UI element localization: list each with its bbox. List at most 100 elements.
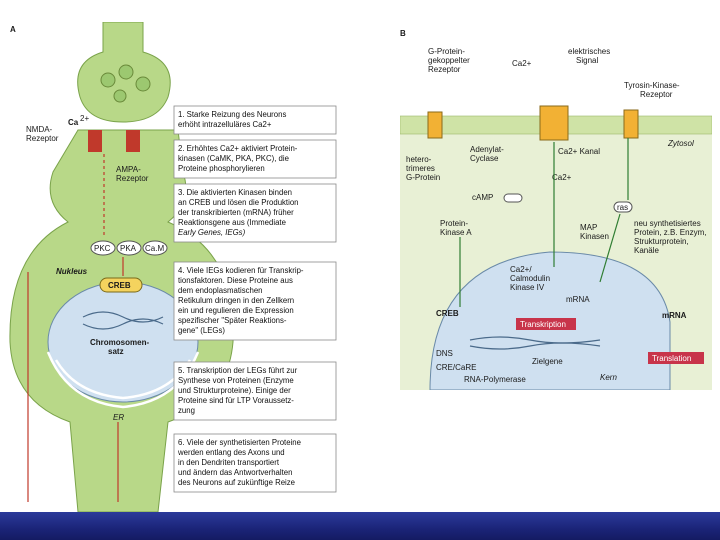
panel-a: A NMDA- Rezeptor Ca 2+ AMPA- Rezeptor PK… (8, 21, 338, 513)
nukleus-label: Nukleus (56, 267, 88, 276)
creb-b-label: CREB (436, 309, 459, 318)
neu-label-line-3: Strukturprotein, (634, 237, 689, 246)
step-4-line-2: tionsfaktoren. Diese Proteine aus (178, 276, 293, 285)
heterotrimer-label-line-1: hetero- (406, 155, 432, 164)
step-5-box (173, 361, 337, 421)
transkription-box (516, 318, 576, 330)
step-3-box (173, 183, 337, 243)
step-6-line-1: 6. Viele der synthetisierten Proteine (178, 438, 301, 447)
calmodulin-label-line-2: Calmodulin (510, 274, 550, 283)
pka-label: PKA (120, 244, 137, 253)
map-label-line-1: MAP (580, 223, 597, 232)
step-4-line-3: dem endoplasmatischen (178, 286, 263, 295)
vesicle (118, 64, 134, 80)
rnapol-label: RNA-Polymerase (464, 375, 526, 384)
ca2-b-label: Ca2+ (552, 173, 572, 182)
camp-pill (503, 193, 523, 203)
step-3-line-3: der transkribierten (mRNA) früher (178, 208, 294, 217)
camp-label: cAMP (472, 193, 493, 202)
ampa-label-line-1: AMPA- (116, 165, 141, 174)
nmda-label-line-2: Rezeptor (26, 134, 59, 143)
gpcr-label-line-1: G-Protein- (428, 47, 465, 56)
step-4-line-5: ein und regulieren die Expression (178, 306, 294, 315)
step-2: 2. Erhöhtes Ca2+ aktiviert Protein- kina… (173, 139, 337, 179)
cam-label: Ca.M (145, 244, 164, 253)
dna-strand (469, 342, 601, 350)
step-5-line-2: Synthese von Proteinen (Enzyme (178, 376, 294, 385)
step-4-line-7: gene" (LEGs) (178, 326, 225, 335)
step-6-line-4: und ändern das Antwortverhalten (178, 468, 292, 477)
adenylat-label-line-2: Cyclase (470, 154, 499, 163)
zytosol-label: Zytosol (667, 139, 694, 148)
dna-strand (82, 318, 164, 330)
step-6-line-2: werden entlang des Axons und (177, 448, 285, 457)
pkc-label: PKC (94, 244, 111, 253)
elektrisches-label-line-1: elektrisches (568, 47, 610, 56)
step-5-line-1: 5. Transkription der LEGs führt zur (178, 366, 298, 375)
dns-label: DNS (436, 349, 453, 358)
ampa-label-line-2: Rezeptor (116, 174, 149, 183)
chromosomen-label-line-2: satz (108, 347, 124, 356)
step-5-line-4: Proteine sind für LTP Voraussetz- (178, 396, 294, 405)
vesicle (100, 72, 116, 88)
crecare-label: CRE/CaRE (436, 363, 476, 372)
calmodulin-label-line-3: Kinase IV (510, 283, 545, 292)
map-label-line-2: Kinasen (580, 232, 609, 241)
step-3-line-5: Early Genes, IEGs) (178, 228, 246, 237)
mrna-label: mRNA (566, 295, 590, 304)
step-2-line-3: Proteine phosphorylieren (178, 164, 265, 173)
tyrosin-label-line-2: Rezeptor (640, 90, 673, 99)
dna-strand (469, 336, 601, 344)
map-arrow (599, 213, 621, 283)
neu-label-line-1: neu synthetisiertes (634, 219, 701, 228)
tyrosine-kinase-receptor (623, 109, 639, 139)
vesicle (113, 89, 127, 103)
ca-label: Ca (68, 118, 79, 127)
nmda-receptor (88, 130, 102, 152)
kern-label: Kern (600, 373, 617, 382)
transkription-label: Transkription (520, 320, 566, 329)
translation-label: Translation (652, 354, 691, 363)
step-6-line-5: des Neurons auf zukünftige Reize (178, 478, 295, 487)
panel-a-letter: A (10, 25, 16, 34)
step-4: 4. Viele IEGs kodieren für Transkrip- ti… (173, 261, 337, 341)
step-5: 5. Transkription der LEGs führt zur Synt… (173, 361, 337, 421)
adenylat-label-line-1: Adenylat- (470, 145, 504, 154)
pka-bubble (116, 240, 142, 256)
ca-superscript: 2+ (80, 114, 89, 123)
tyrosin-label-line-1: Tyrosin-Kinase- (624, 81, 680, 90)
ca-kanal-label: Ca2+ Kanal (558, 147, 600, 156)
ampa-receptor (126, 130, 140, 152)
step-4-line-6: spezifischer "Später Reaktions- (178, 316, 287, 325)
heterotrimer-label-line-2: trimeres (406, 164, 435, 173)
step-5-line-5: zung (178, 406, 195, 415)
nmda-label-line-1: NMDA- (26, 125, 53, 134)
gpcr-label-line-3: Rezeptor (428, 65, 461, 74)
step-4-box (173, 261, 337, 341)
step-1-box (173, 105, 337, 135)
vesicle (135, 76, 151, 92)
ras-pill (613, 201, 633, 213)
proteinkinase-label-line-2: Kinase A (440, 228, 472, 237)
panel-a-diagram: A NMDA- Rezeptor Ca 2+ AMPA- Rezeptor PK… (9, 21, 337, 513)
gpcr-receptor (427, 111, 443, 139)
chromosomen-label-line-1: Chromosomen- (90, 338, 149, 347)
calmodulin-label-line-1: Ca2+/ (510, 265, 532, 274)
step-1: 1. Starke Reizung des Neurons erhöht int… (173, 105, 337, 135)
panel-b: B G-Protein- gekoppelter Rezeptor Ca2+ e… (399, 22, 713, 391)
step-4-line-4: Retikulum dringen in den Zellkern (178, 296, 294, 305)
step-2-box (173, 139, 337, 179)
panel-b-letter: B (400, 29, 406, 38)
step-4-line-1: 4. Viele IEGs kodieren für Transkrip- (178, 266, 304, 275)
dna-strand (82, 311, 164, 323)
step-2-line-1: 2. Erhöhtes Ca2+ aktiviert Protein- (178, 144, 298, 153)
step-6-box (173, 433, 337, 493)
elektrisches-label-line-2: Signal (576, 56, 598, 65)
neu-label-line-4: Kanäle (634, 246, 659, 255)
er-label: ER (113, 413, 124, 422)
step-6: 6. Viele der synthetisierten Proteine we… (173, 433, 337, 493)
zielgene-label: Zielgene (532, 357, 563, 366)
proteinkinase-label-line-1: Protein- (440, 219, 468, 228)
footer-bar (0, 512, 720, 540)
